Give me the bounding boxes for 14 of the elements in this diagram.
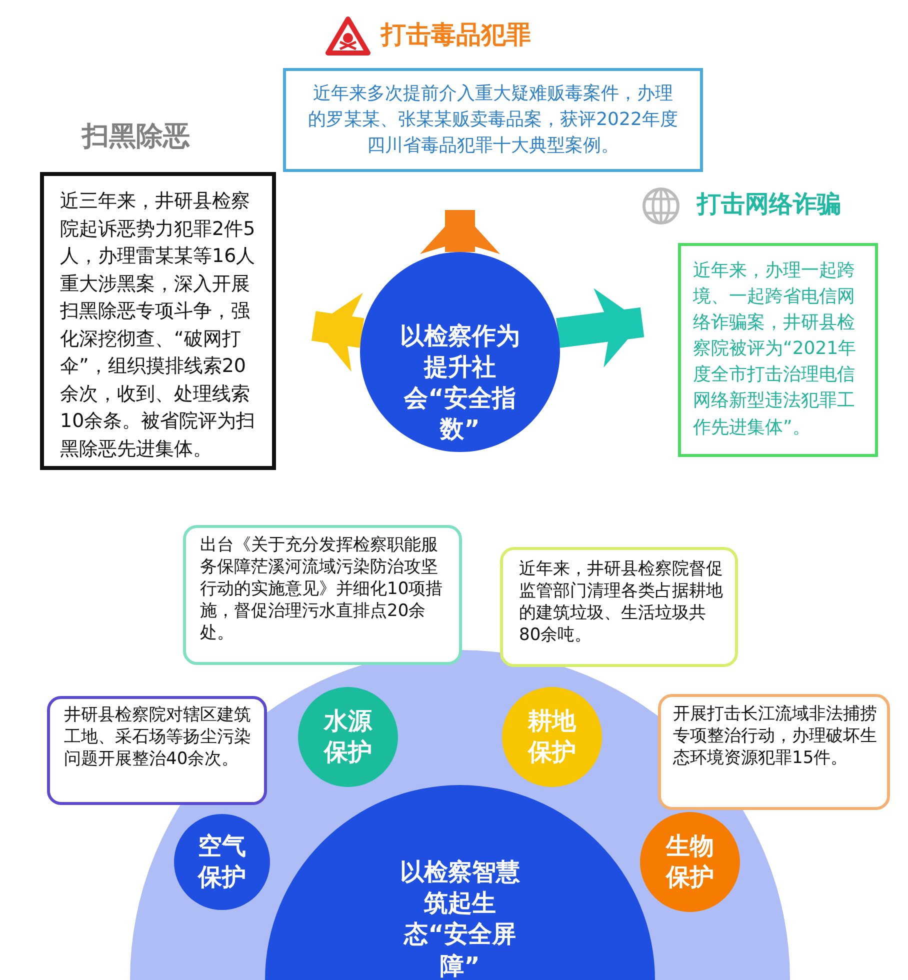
- arrow: [556, 288, 644, 368]
- text-box: 近年来，井研县检察院督促监管部门清理各类占据耕地的建筑垃圾、生活垃圾共80余吨。: [500, 547, 738, 667]
- text-box: 近三年来，井研县检察院起诉恶势力犯罪2件5人，办理雷某某等16人重大涉黑案，深入开展扫黑除恶专项斗争，强化深挖彻查、“破网打伞”，组织摸排线索20余次，收到、处理线索10余条。被省院评为扫黑除恶先进集体。: [40, 172, 276, 470]
- text-box: 出台《关于充分发挥检察职能服务保障茫溪河流域污染防治攻坚行动的实施意见》并细化10项措施，督促治理污水直排点20余处。: [183, 525, 462, 665]
- section-heading: 扫黑除恶: [82, 120, 190, 154]
- text-box: 近年来，办理一起跨境、一起跨省电信网络诈骗案，井研县检察院被评为“2021年度全市打击治理电信网络新型违法犯罪工作先进集体”。: [678, 243, 878, 457]
- section-heading: 打击毒品犯罪: [381, 19, 531, 51]
- text-box: 开展打击长江流域非法捕捞专项整治行动，办理破坏生态环境资源犯罪15件。: [658, 694, 890, 810]
- center-circle: 以检察作为提升社会“安全指数”: [360, 252, 560, 452]
- arrow: [420, 210, 500, 254]
- section-heading: 打击网络诈骗: [697, 189, 841, 220]
- text-box: 井研县检察院对辖区建筑工地、采石场等扬尘污染问题开展整治40余次。: [47, 696, 267, 805]
- text-box: 近年来多次提前介入重大疑难贩毒案件，办理的罗某某、张某某贩卖毒品案，获评2022年度四川省毒品犯罪十大典型案例。: [283, 68, 703, 172]
- arrow: [311, 292, 364, 372]
